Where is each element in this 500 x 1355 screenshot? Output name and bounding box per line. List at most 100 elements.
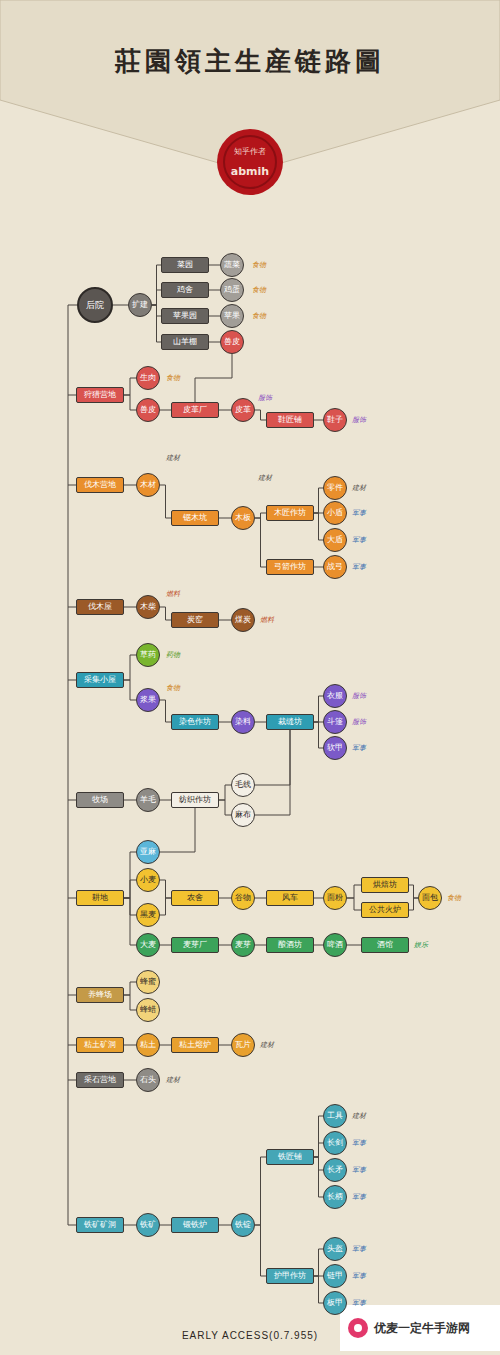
- link-line: [160, 808, 195, 852]
- node-text: 锻铁炉: [183, 1221, 207, 1229]
- category-tag: 燃料: [166, 591, 180, 598]
- resource-circle: 斗篷: [323, 710, 347, 734]
- node-text: 蜂蜜: [140, 978, 156, 986]
- node-text: 工具: [327, 1112, 343, 1120]
- resource-circle: 大麦: [136, 933, 160, 957]
- category-tag: 建材: [352, 1113, 366, 1120]
- link-line: [124, 995, 136, 1010]
- link-line: [219, 898, 231, 899]
- building-box: 农舍: [171, 890, 219, 906]
- link-line: [314, 898, 323, 899]
- link-line: [347, 945, 361, 946]
- node-text: 扩建: [132, 301, 148, 309]
- node-text: 采集小屋: [84, 676, 116, 684]
- link-line: [255, 513, 266, 518]
- resource-circle: 蔬菜: [220, 253, 244, 277]
- link-line: [409, 898, 418, 910]
- link-line: [314, 945, 323, 946]
- node-text: 粘土: [140, 1041, 156, 1049]
- version-note: EARLY ACCESS(0.7.955): [182, 1331, 318, 1341]
- node-text: 板甲: [327, 1299, 343, 1307]
- link-line: [314, 1116, 323, 1157]
- node-text: 风车: [282, 894, 298, 902]
- node-text: 养蜂场: [88, 991, 112, 999]
- resource-circle: 麦芽: [231, 933, 255, 957]
- node-text: 小盾: [327, 509, 343, 517]
- node-text: 大盾: [327, 536, 343, 544]
- link-line: [160, 700, 171, 722]
- category-tag: 军事: [352, 1300, 366, 1307]
- building-box: 牧场: [76, 792, 124, 808]
- link-line: [219, 800, 231, 815]
- category-tag: 食物: [252, 287, 266, 294]
- resource-circle: 面包: [418, 886, 442, 910]
- resource-circle: 小麦: [136, 868, 160, 892]
- node-text: 酒馆: [377, 941, 393, 949]
- node-text: 草药: [140, 651, 156, 659]
- resource-circle: 链甲: [323, 1264, 347, 1288]
- resource-circle: 草药: [136, 643, 160, 667]
- watermark-logo: [348, 1318, 368, 1338]
- resource-circle: 木柴: [136, 595, 160, 619]
- building-box: 锻铁炉: [171, 1217, 219, 1233]
- link-line: [160, 880, 171, 898]
- building-box: 皮革厂: [171, 402, 219, 418]
- node-text: 零件: [327, 484, 343, 492]
- link-line: [195, 354, 232, 402]
- link-line: [219, 785, 231, 800]
- resource-circle: 啤酒: [323, 933, 347, 957]
- diagram-title: 莊園領主生産链路圖: [0, 44, 500, 79]
- node-text: 长矛: [327, 1166, 343, 1174]
- link-line: [255, 722, 266, 723]
- node-text: 铁矿矿洞: [84, 1221, 116, 1229]
- resource-circle: 铁矿: [136, 1213, 160, 1237]
- link-line: [124, 607, 136, 608]
- resource-circle: 衣服: [323, 684, 347, 708]
- link-line: [124, 852, 136, 898]
- node-text: 菜园: [177, 261, 193, 269]
- node-text: 生肉: [140, 374, 156, 382]
- building-box: 伐木营地: [76, 477, 124, 493]
- link-line: [219, 620, 231, 621]
- node-text: 染料: [235, 718, 251, 726]
- link-line: [314, 420, 323, 421]
- link-line: [160, 800, 171, 801]
- node-text: 山羊棚: [173, 338, 197, 346]
- link-line: [219, 722, 231, 723]
- resource-circle: 瓦片: [231, 1033, 255, 1057]
- node-text: 烘焙坊: [373, 881, 397, 889]
- category-tag: 军事: [352, 537, 366, 544]
- building-box: 狩猎营地: [76, 387, 124, 403]
- node-text: 铁矿: [140, 1221, 156, 1229]
- node-text: 软甲: [327, 744, 343, 752]
- node-text: 蔬菜: [224, 261, 240, 269]
- resource-circle: 小盾: [323, 501, 347, 525]
- node-text: 牧场: [92, 796, 108, 804]
- wax-seal: [217, 129, 283, 195]
- link-line: [219, 1225, 231, 1226]
- resource-circle: 长矛: [323, 1158, 347, 1182]
- resource-circle: 染料: [231, 710, 255, 734]
- link-line: [152, 305, 161, 342]
- category-tag: 燃料: [260, 617, 274, 624]
- resource-circle: 软甲: [323, 736, 347, 760]
- node-text: 皮革: [235, 406, 251, 414]
- category-tag: 军事: [352, 1194, 366, 1201]
- building-box: 裁缝坊: [266, 714, 314, 730]
- node-text: 面粉: [327, 894, 343, 902]
- resource-circle: 扩建: [128, 293, 152, 317]
- resource-circle: 黑麦: [136, 903, 160, 927]
- root-circle: 后院: [77, 287, 113, 323]
- resource-circle: 兽皮: [220, 330, 244, 354]
- link-line: [314, 722, 323, 748]
- link-line: [209, 342, 220, 343]
- category-tag: 食物: [447, 895, 461, 902]
- category-tag: 食物: [252, 313, 266, 320]
- link-line: [160, 898, 171, 915]
- building-box: 木匠作坊: [266, 505, 314, 521]
- building-box: 纺织作坊: [171, 792, 219, 808]
- node-text: 面包: [422, 894, 438, 902]
- building-box: 山羊棚: [161, 334, 209, 350]
- building-box: 铁矿矿洞: [76, 1217, 124, 1233]
